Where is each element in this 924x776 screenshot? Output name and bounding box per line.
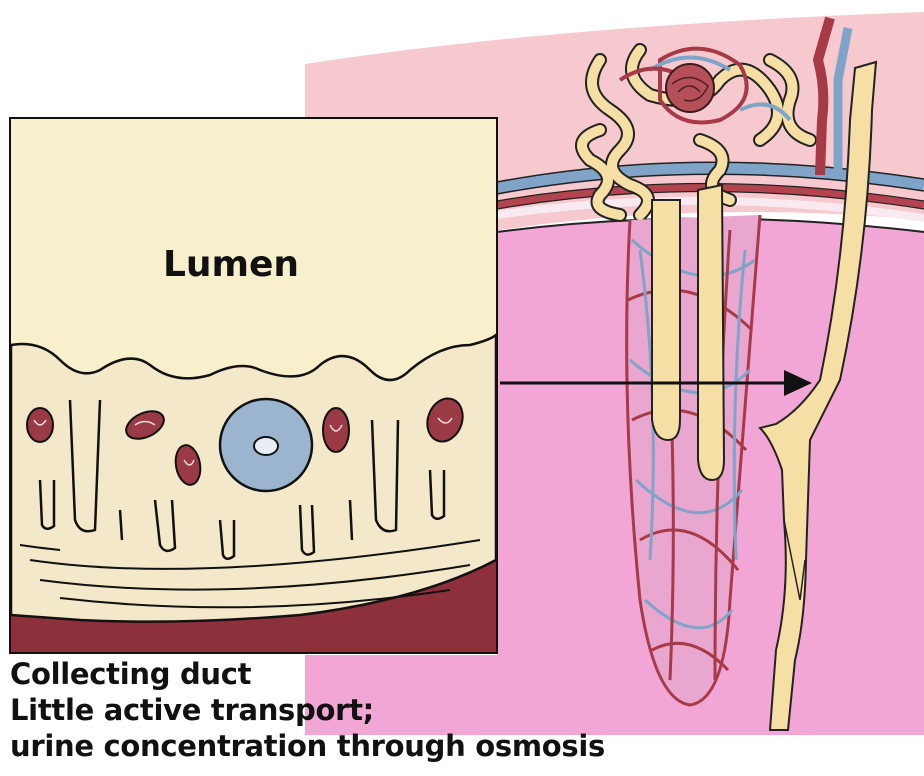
diagram-caption: Collecting duct Little active transport;… — [10, 656, 605, 764]
ascending-limb — [698, 185, 724, 480]
nucleolus — [254, 437, 278, 455]
caption-line-1: Collecting duct — [10, 656, 605, 692]
caption-line-2: Little active transport; — [10, 692, 605, 728]
lumen-label: Lumen — [163, 244, 299, 285]
descending-limb — [652, 200, 680, 440]
caption-line-3: urine concentration through osmosis — [10, 728, 605, 764]
collecting-duct-inset: Lumen — [10, 118, 497, 653]
